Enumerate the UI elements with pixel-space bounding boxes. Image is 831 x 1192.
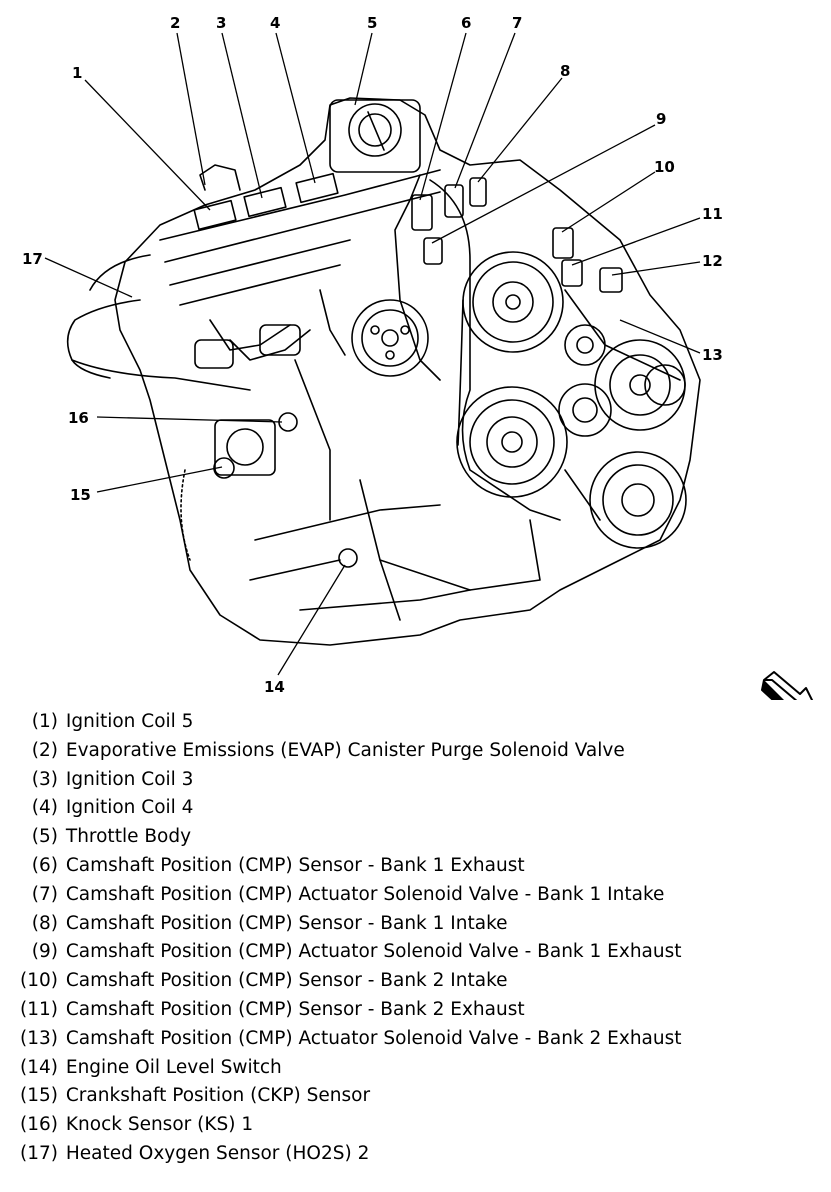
callout-5: 5: [367, 14, 377, 32]
legend-label: Ignition Coil 5: [65, 711, 194, 732]
legend-item: (3) Ignition Coil 3: [12, 766, 812, 795]
legend-item: (4) Ignition Coil 4: [12, 794, 812, 823]
callout-1: 1: [72, 64, 82, 82]
legend-item: (11) Camshaft Position (CMP) Sensor - Ba…: [12, 996, 812, 1025]
legend-item: (10) Camshaft Position (CMP) Sensor - Ba…: [12, 967, 812, 996]
legend-item: (7) Camshaft Position (CMP) Actuator Sol…: [12, 881, 812, 910]
legend-number: (14): [20, 1056, 58, 1078]
legend-number: (1): [31, 711, 58, 732]
callout-8: 8: [560, 62, 570, 80]
callout-15: 15: [70, 486, 91, 504]
legend-label: Camshaft Position (CMP) Actuator Solenoi…: [65, 883, 665, 905]
legend-number: (13): [20, 1027, 58, 1049]
legend-label: Camshaft Position (CMP) Sensor - Bank 2 …: [65, 970, 508, 992]
legend-number: (10): [20, 970, 58, 992]
legend-label: Throttle Body: [65, 826, 192, 848]
legend-number: (9): [31, 941, 58, 963]
legend-number: (8): [31, 912, 58, 934]
legend-label: Ignition Coil 4: [65, 797, 194, 819]
legend-number: (4): [31, 797, 58, 819]
legend-item: (17) Heated Oxygen Sensor (HO2S) 2: [12, 1140, 812, 1169]
callout-17: 17: [22, 250, 43, 268]
legend-label: Crankshaft Position (CKP) Sensor: [65, 1085, 371, 1107]
callout-13: 13: [702, 346, 723, 364]
callout-10: 10: [654, 158, 675, 176]
callout-14: 14: [264, 678, 285, 696]
legend-number: (2): [31, 739, 58, 761]
legend-label: Evaporative Emissions (EVAP) Canister Pu…: [65, 739, 625, 761]
legend-number: (17): [20, 1142, 58, 1164]
callout-4: 4: [270, 14, 280, 32]
legend-label: Ignition Coil 3: [65, 768, 194, 790]
callout-labels: 1 2 3 4 5 6 7 8 9 10 11 12 13 14 15 16 1…: [22, 14, 723, 696]
legend-number: (15): [20, 1085, 58, 1107]
parts-legend: (1) Ignition Coil 5 (2) Evaporative Emis…: [12, 708, 812, 1169]
view-direction-arrow-icon: [761, 671, 814, 700]
legend-number: (5): [31, 826, 58, 848]
callout-6: 6: [461, 14, 471, 32]
legend-label: Camshaft Position (CMP) Sensor - Bank 2 …: [65, 998, 525, 1020]
callout-3: 3: [216, 14, 226, 32]
legend-label: Heated Oxygen Sensor (HO2S) 2: [65, 1142, 370, 1164]
legend-label: Knock Sensor (KS) 1: [65, 1114, 254, 1136]
callout-7: 7: [512, 14, 522, 32]
legend-item: (15) Crankshaft Position (CKP) Sensor: [12, 1082, 812, 1111]
legend-number: (11): [20, 998, 58, 1020]
legend-label: Camshaft Position (CMP) Actuator Solenoi…: [65, 941, 682, 963]
legend-item: (9) Camshaft Position (CMP) Actuator Sol…: [12, 938, 812, 967]
legend-label: Engine Oil Level Switch: [65, 1056, 282, 1078]
callout-12: 12: [702, 252, 723, 270]
leader-lines: [44, 32, 701, 676]
callout-2: 2: [170, 14, 180, 32]
legend-item: (2) Evaporative Emissions (EVAP) Caniste…: [12, 737, 812, 766]
legend-item: (8) Camshaft Position (CMP) Sensor - Ban…: [12, 910, 812, 939]
legend-item: (16) Knock Sensor (KS) 1: [12, 1111, 812, 1140]
legend-number: (7): [31, 883, 58, 905]
engine-diagram: 1 2 3 4 5 6 7 8 9 10 11 12 13 14 15 16 1…: [22, 14, 814, 700]
legend-number: (16): [20, 1114, 58, 1136]
legend-label: Camshaft Position (CMP) Actuator Solenoi…: [65, 1027, 682, 1049]
legend-label: Camshaft Position (CMP) Sensor - Bank 1 …: [65, 912, 508, 934]
legend-item: (14) Engine Oil Level Switch: [12, 1054, 812, 1083]
callout-16: 16: [68, 409, 89, 427]
legend-item: (5) Throttle Body: [12, 823, 812, 852]
legend-item: (13) Camshaft Position (CMP) Actuator So…: [12, 1025, 812, 1054]
legend-label: Camshaft Position (CMP) Sensor - Bank 1 …: [65, 854, 525, 876]
legend-number: (6): [31, 854, 58, 876]
callout-9: 9: [656, 110, 666, 128]
legend-item: (6) Camshaft Position (CMP) Sensor - Ban…: [12, 852, 812, 881]
legend-item: (1) Ignition Coil 5: [12, 708, 812, 737]
callout-11: 11: [702, 205, 723, 223]
engine-illustration: [66, 97, 701, 646]
legend-number: (3): [31, 768, 58, 790]
